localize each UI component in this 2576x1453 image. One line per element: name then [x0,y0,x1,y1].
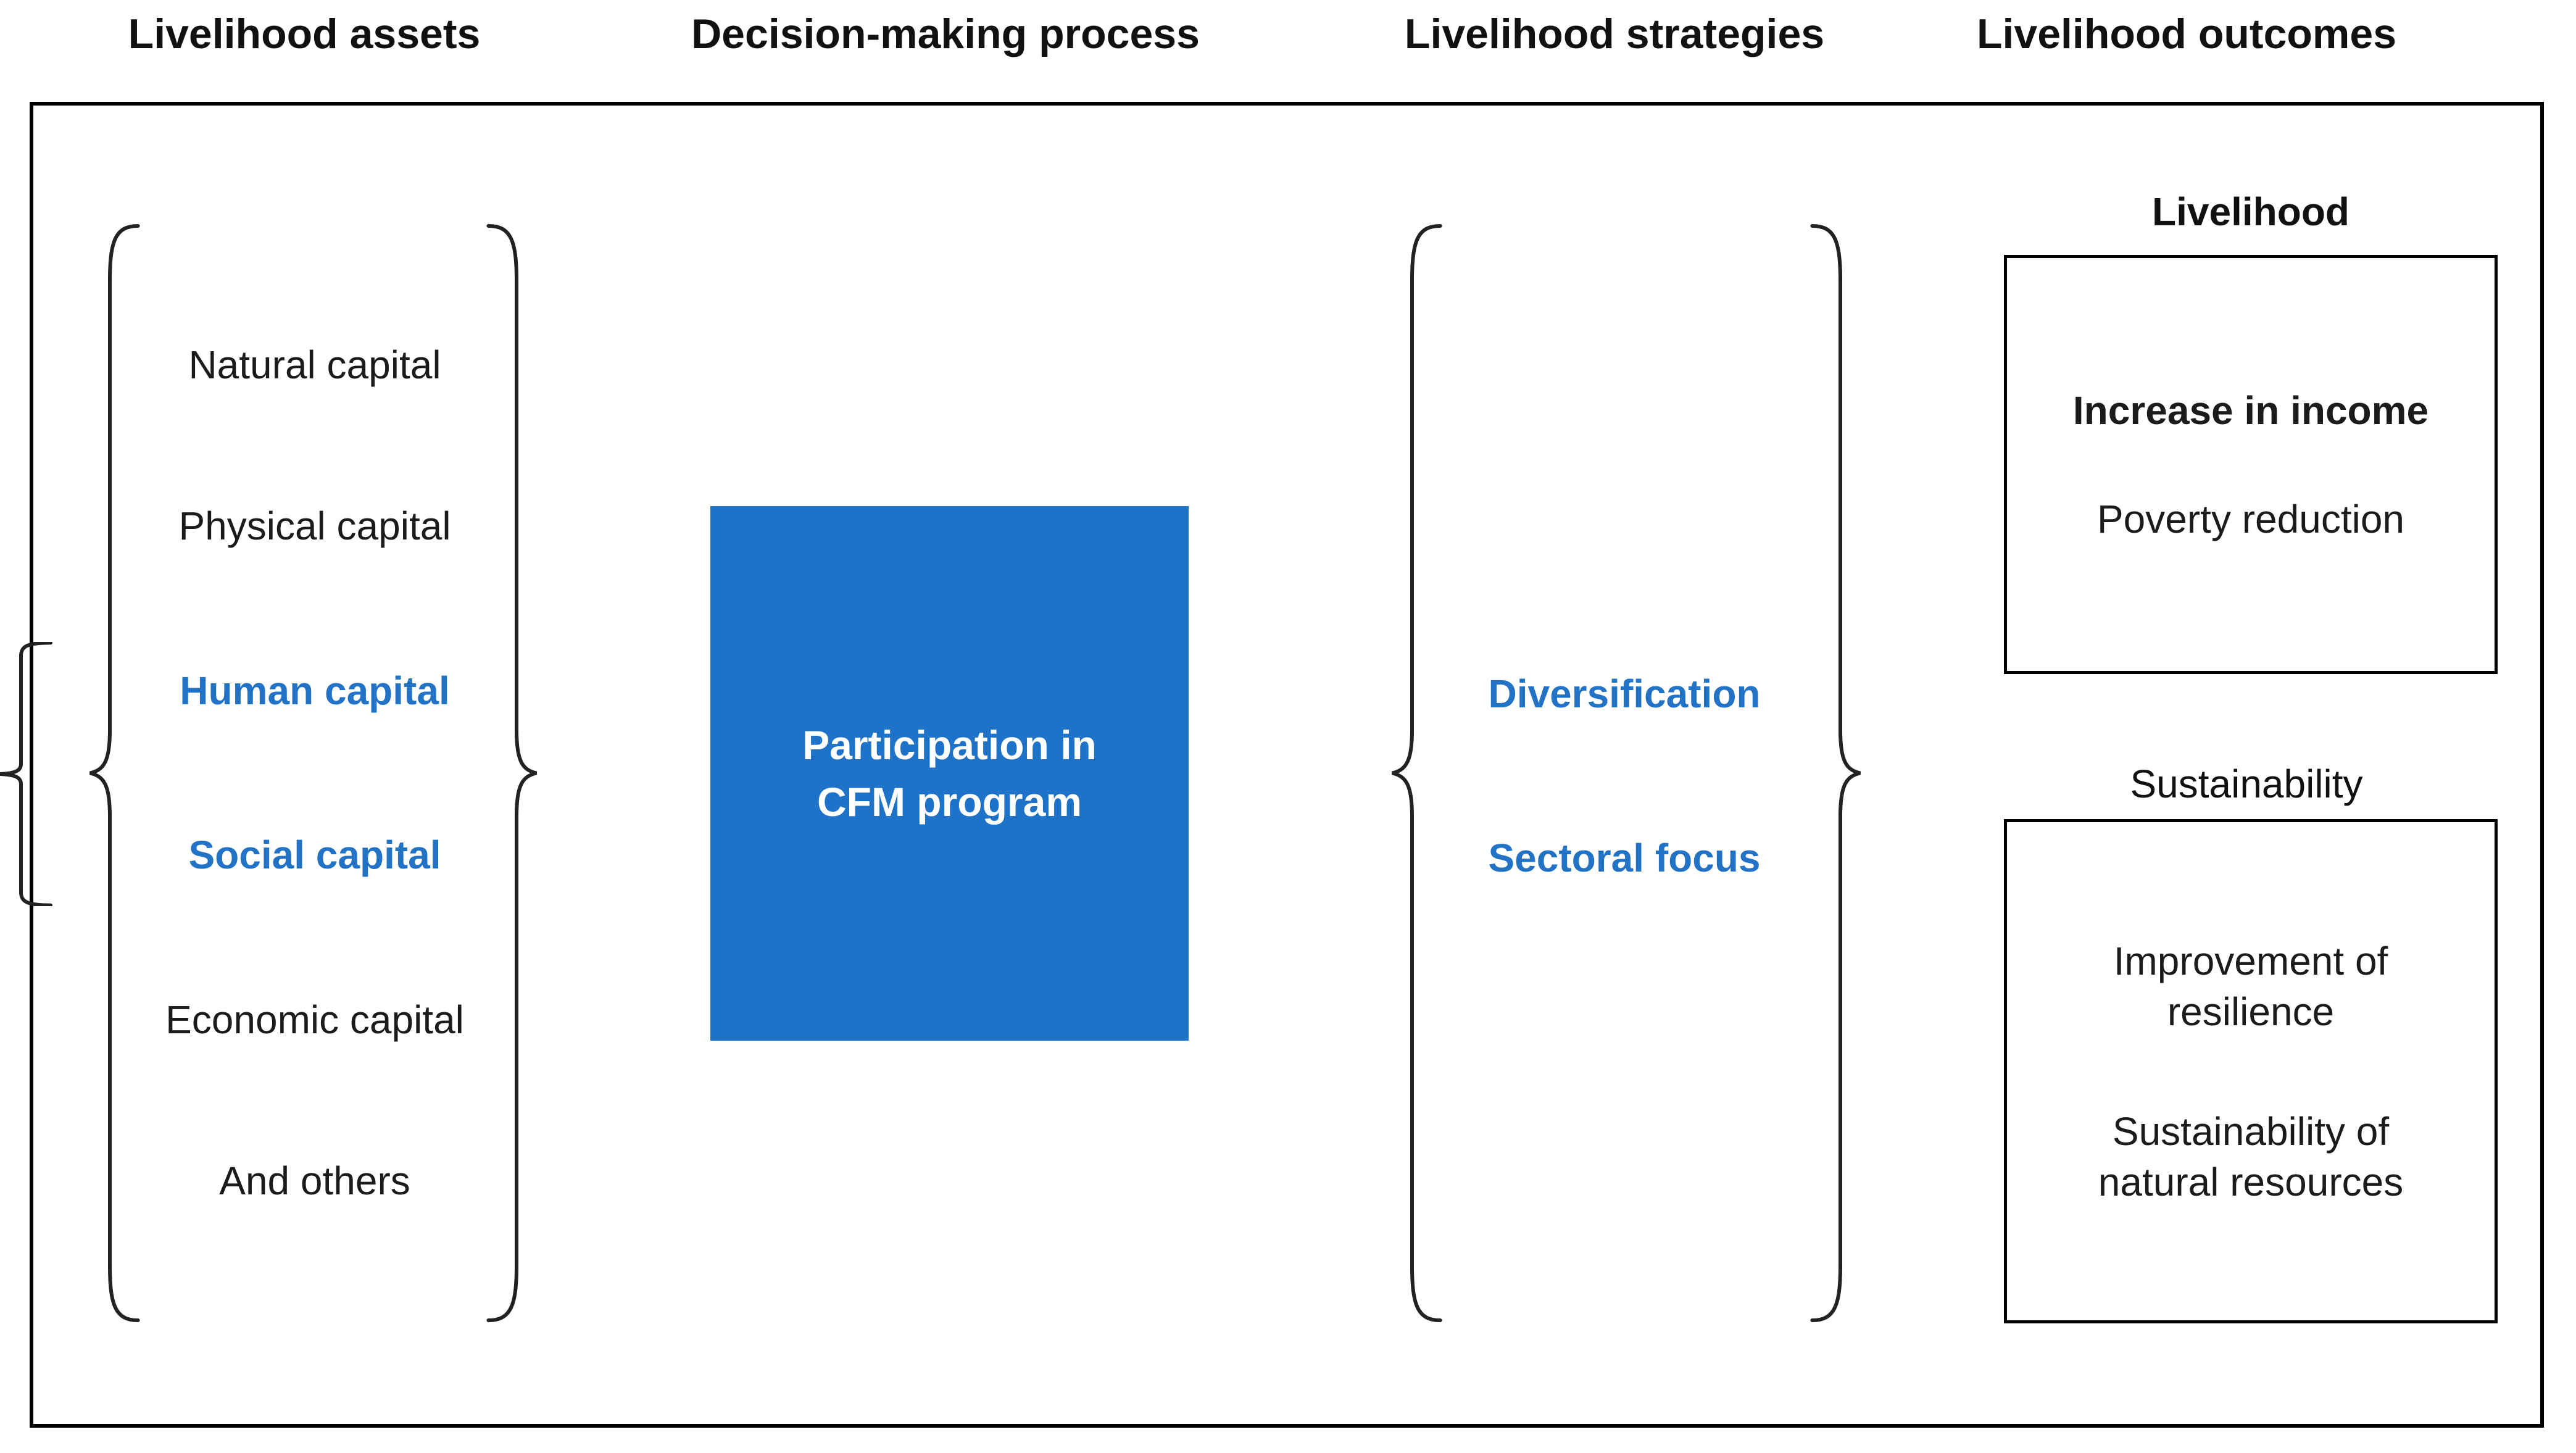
asset-item-human-capital: Human capital [180,668,450,713]
outcome-box-livelihood: Increase in income Poverty reduction [2004,255,2498,674]
outcome-box-sustainability: Improvement of resilience Sustainability… [2004,819,2498,1323]
strategy-item-sectoral-focus: Sectoral focus [1488,836,1761,880]
curly-brace-right-icon [481,222,540,1324]
asset-item-social-capital: Social capital [188,833,441,877]
cfm-program-box: Participation in CFM program [710,506,1189,1041]
asset-item-physical-capital: Physical capital [178,504,451,548]
outcome-heading-livelihood: Livelihood [2152,189,2350,234]
outcome-item-improvement-of-resilience: Improvement of resilience [2113,938,2388,1034]
column-header-assets: Livelihood assets [128,10,481,57]
cfm-program-label-line2: CFM program [817,779,1082,825]
outcome-heading-sustainability: Sustainability [2130,762,2363,806]
flow-brace-left-icon [0,642,58,906]
curly-brace-right-icon [1805,222,1864,1324]
asset-item-natural-capital: Natural capital [188,343,441,387]
cfm-program-label-line1: Participation in [802,722,1097,768]
column-header-outcomes: Livelihood outcomes [1976,10,2397,57]
curly-brace-left-icon [86,222,145,1324]
asset-item-and-others: And others [219,1159,410,1203]
outcome-item-sustainability-of-natural-resources: Sustainability of natural resources [2098,1109,2404,1204]
diagram-frame [30,102,2544,1428]
asset-item-economic-capital: Economic capital [165,997,464,1042]
curly-brace-left-icon [1389,222,1447,1324]
strategy-item-diversification: Diversification [1488,672,1761,716]
outcome-item-poverty-reduction: Poverty reduction [2096,496,2405,541]
outcome-item-increase-in-income: Increase in income [2072,388,2429,433]
column-header-strategies: Livelihood strategies [1404,10,1825,57]
column-header-decision: Decision-making process [691,10,1200,57]
